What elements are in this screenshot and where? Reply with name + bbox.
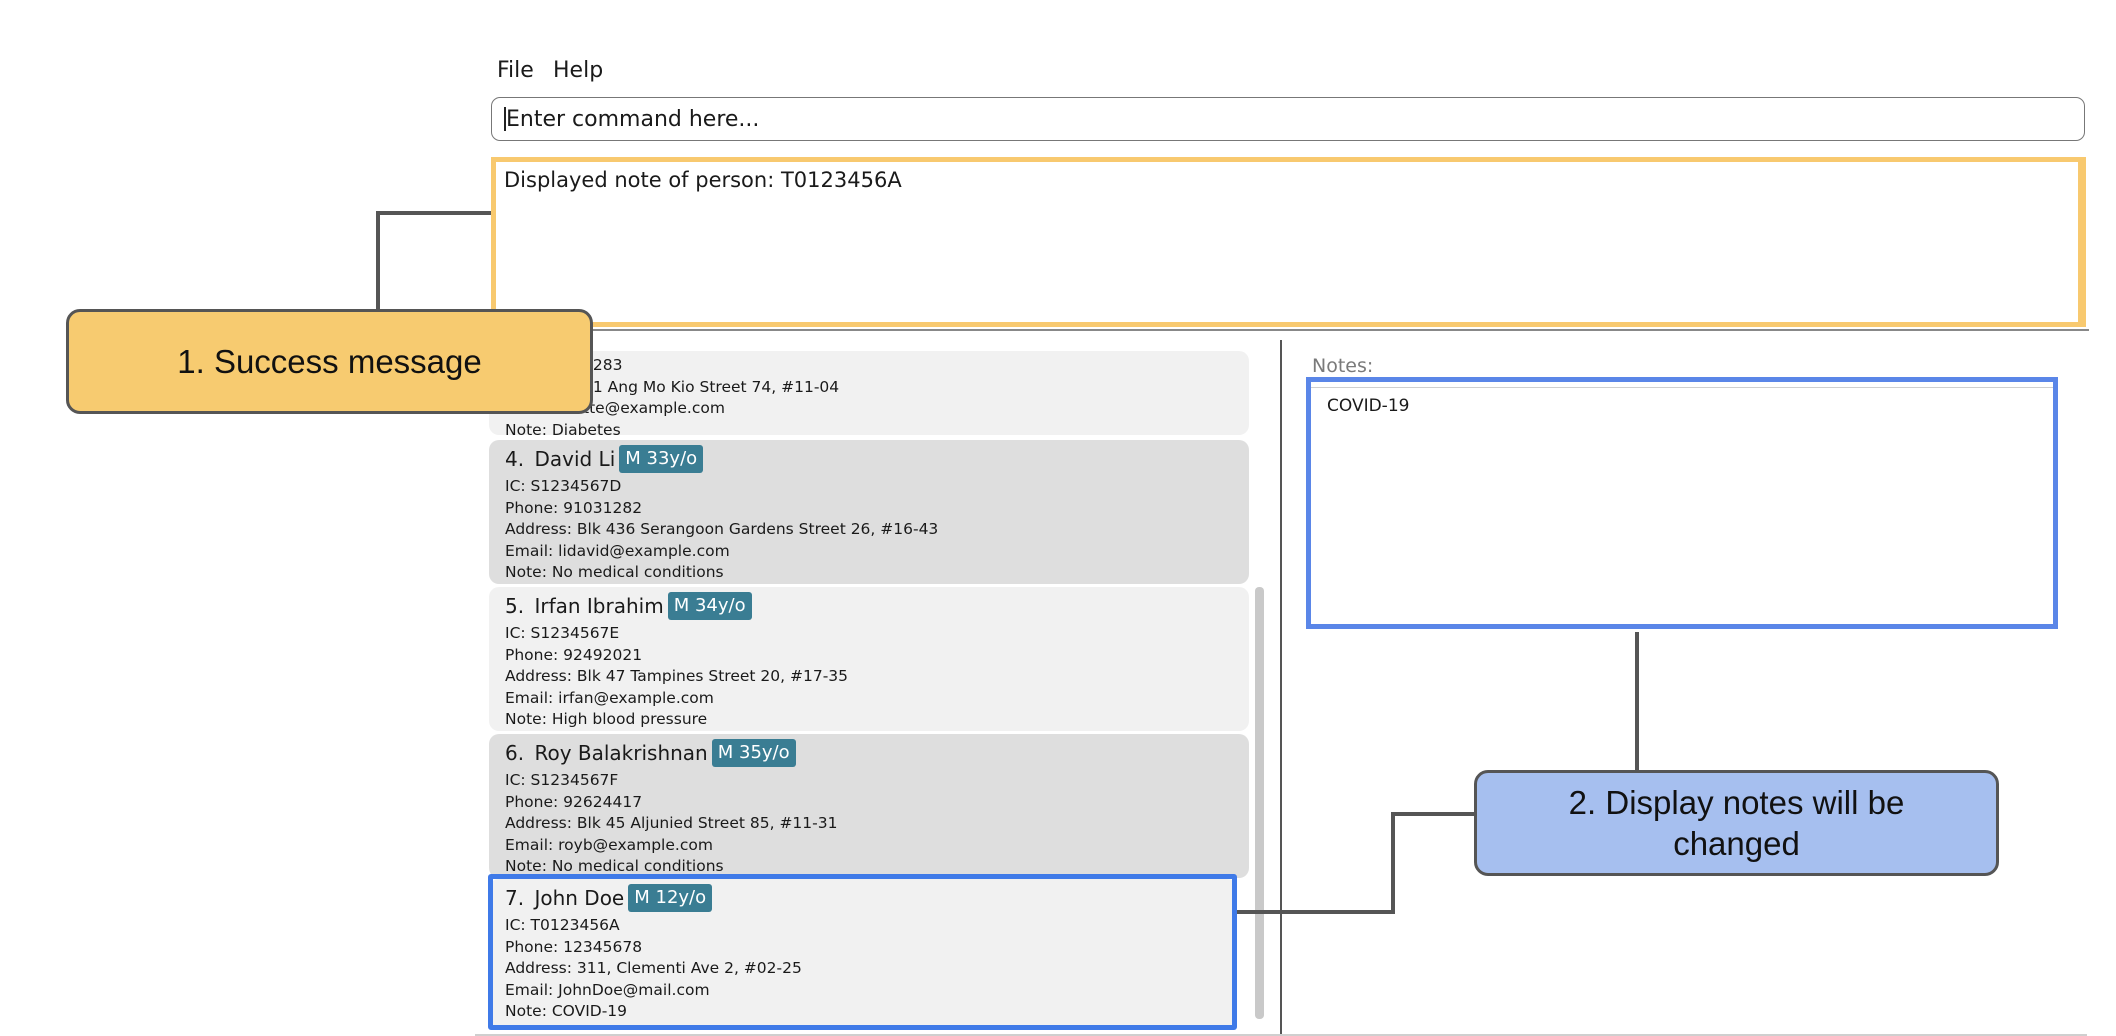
person-card-7[interactable]: 7. John Doe M 12y/o IC: T0123456A Phone:…	[489, 879, 1237, 1027]
result-message: Displayed note of person: T0123456A	[504, 168, 902, 192]
person-index: 5.	[505, 594, 525, 618]
person-phone: Phone: 92492021	[505, 645, 643, 664]
person-note: Note: High blood pressure	[505, 710, 708, 728]
person-phone: Phone: 12345678	[505, 937, 643, 956]
person-name: Roy Balakrishnan	[534, 741, 708, 765]
menu-file[interactable]: File	[497, 58, 534, 83]
person-name: David Li	[534, 447, 616, 471]
person-name: John Doe	[534, 886, 625, 910]
person-address: Address: Blk 45 Aljunied Street 85, #11-…	[505, 814, 838, 832]
person-tag: M 12y/o	[628, 884, 713, 912]
selected-person-highlight	[488, 874, 1237, 1030]
callout-connector	[1391, 812, 1395, 913]
result-divider	[491, 329, 2089, 331]
person-address: Address: Blk 47 Tampines Street 20, #17-…	[505, 667, 849, 685]
notes-display[interactable]: COVID-19	[1306, 377, 2058, 629]
result-display: Displayed note of person: T0123456A	[491, 157, 2086, 327]
person-phone: Phone: 91031282	[505, 498, 643, 517]
notes-inner-border	[1311, 387, 2053, 388]
display-notes-callout: 2. Display notes will be changed	[1474, 770, 1999, 876]
person-address: Address: Blk 436 Serangoon Gardens Stree…	[505, 520, 939, 538]
person-note: Note: COVID-19	[505, 1002, 628, 1020]
callout-connector	[1237, 910, 1395, 914]
callout-connector	[376, 211, 380, 310]
callout-connector	[1391, 812, 1475, 816]
person-tag: M 35y/o	[711, 739, 796, 767]
person-address: Address: 311, Clementi Ave 2, #02-25	[505, 959, 802, 977]
person-email: Email: lidavid@example.com	[505, 541, 730, 560]
person-tag: M 34y/o	[667, 592, 752, 620]
person-card-partial[interactable]: 0283 11 Ang Mo Kio Street 74, #11-04 tte…	[489, 351, 1249, 439]
person-email: Email: irfan@example.com	[505, 688, 714, 707]
success-message-callout: 1. Success message	[66, 309, 593, 414]
person-email: Email: JohnDoe@mail.com	[505, 980, 710, 999]
person-phone-partial: 0283	[583, 356, 623, 374]
person-ic: IC: T0123456A	[505, 916, 620, 934]
person-list-scrollbar[interactable]	[1255, 587, 1264, 1019]
person-ic: IC: S1234567D	[505, 477, 622, 495]
command-input[interactable]	[491, 97, 2085, 141]
callout-connector	[1635, 632, 1639, 771]
notes-content: COVID-19	[1327, 396, 1410, 416]
callout-connector	[376, 211, 491, 215]
person-card-4[interactable]: 4. David Li M 33y/o IC: S1234567D Phone:…	[489, 440, 1249, 584]
person-index: 6.	[505, 741, 525, 765]
person-note: Note: No medical conditions	[505, 563, 724, 581]
person-address-partial: 11 Ang Mo Kio Street 74, #11-04	[583, 377, 840, 396]
window-bottom-border	[475, 1034, 2087, 1036]
person-card-6[interactable]: 6. Roy Balakrishnan M 35y/o IC: S1234567…	[489, 734, 1249, 878]
text-caret	[504, 107, 506, 131]
person-index: 4.	[505, 447, 525, 471]
person-note: Note: Diabetes	[505, 420, 621, 439]
person-name: Irfan Ibrahim	[534, 594, 664, 618]
person-ic: IC: S1234567E	[505, 624, 620, 642]
person-ic: IC: S1234567F	[505, 771, 619, 789]
notes-label: Notes:	[1312, 355, 1374, 377]
person-email-partial: tte@example.com	[583, 399, 725, 417]
person-phone: Phone: 92624417	[505, 792, 643, 811]
menu-help[interactable]: Help	[553, 58, 604, 83]
person-index: 7.	[505, 886, 525, 910]
person-tag: M 33y/o	[619, 445, 704, 473]
panel-divider	[1280, 340, 1282, 1034]
person-email: Email: royb@example.com	[505, 835, 713, 854]
person-card-5[interactable]: 5. Irfan Ibrahim M 34y/o IC: S1234567E P…	[489, 587, 1249, 731]
person-note: Note: No medical conditions	[505, 857, 724, 875]
